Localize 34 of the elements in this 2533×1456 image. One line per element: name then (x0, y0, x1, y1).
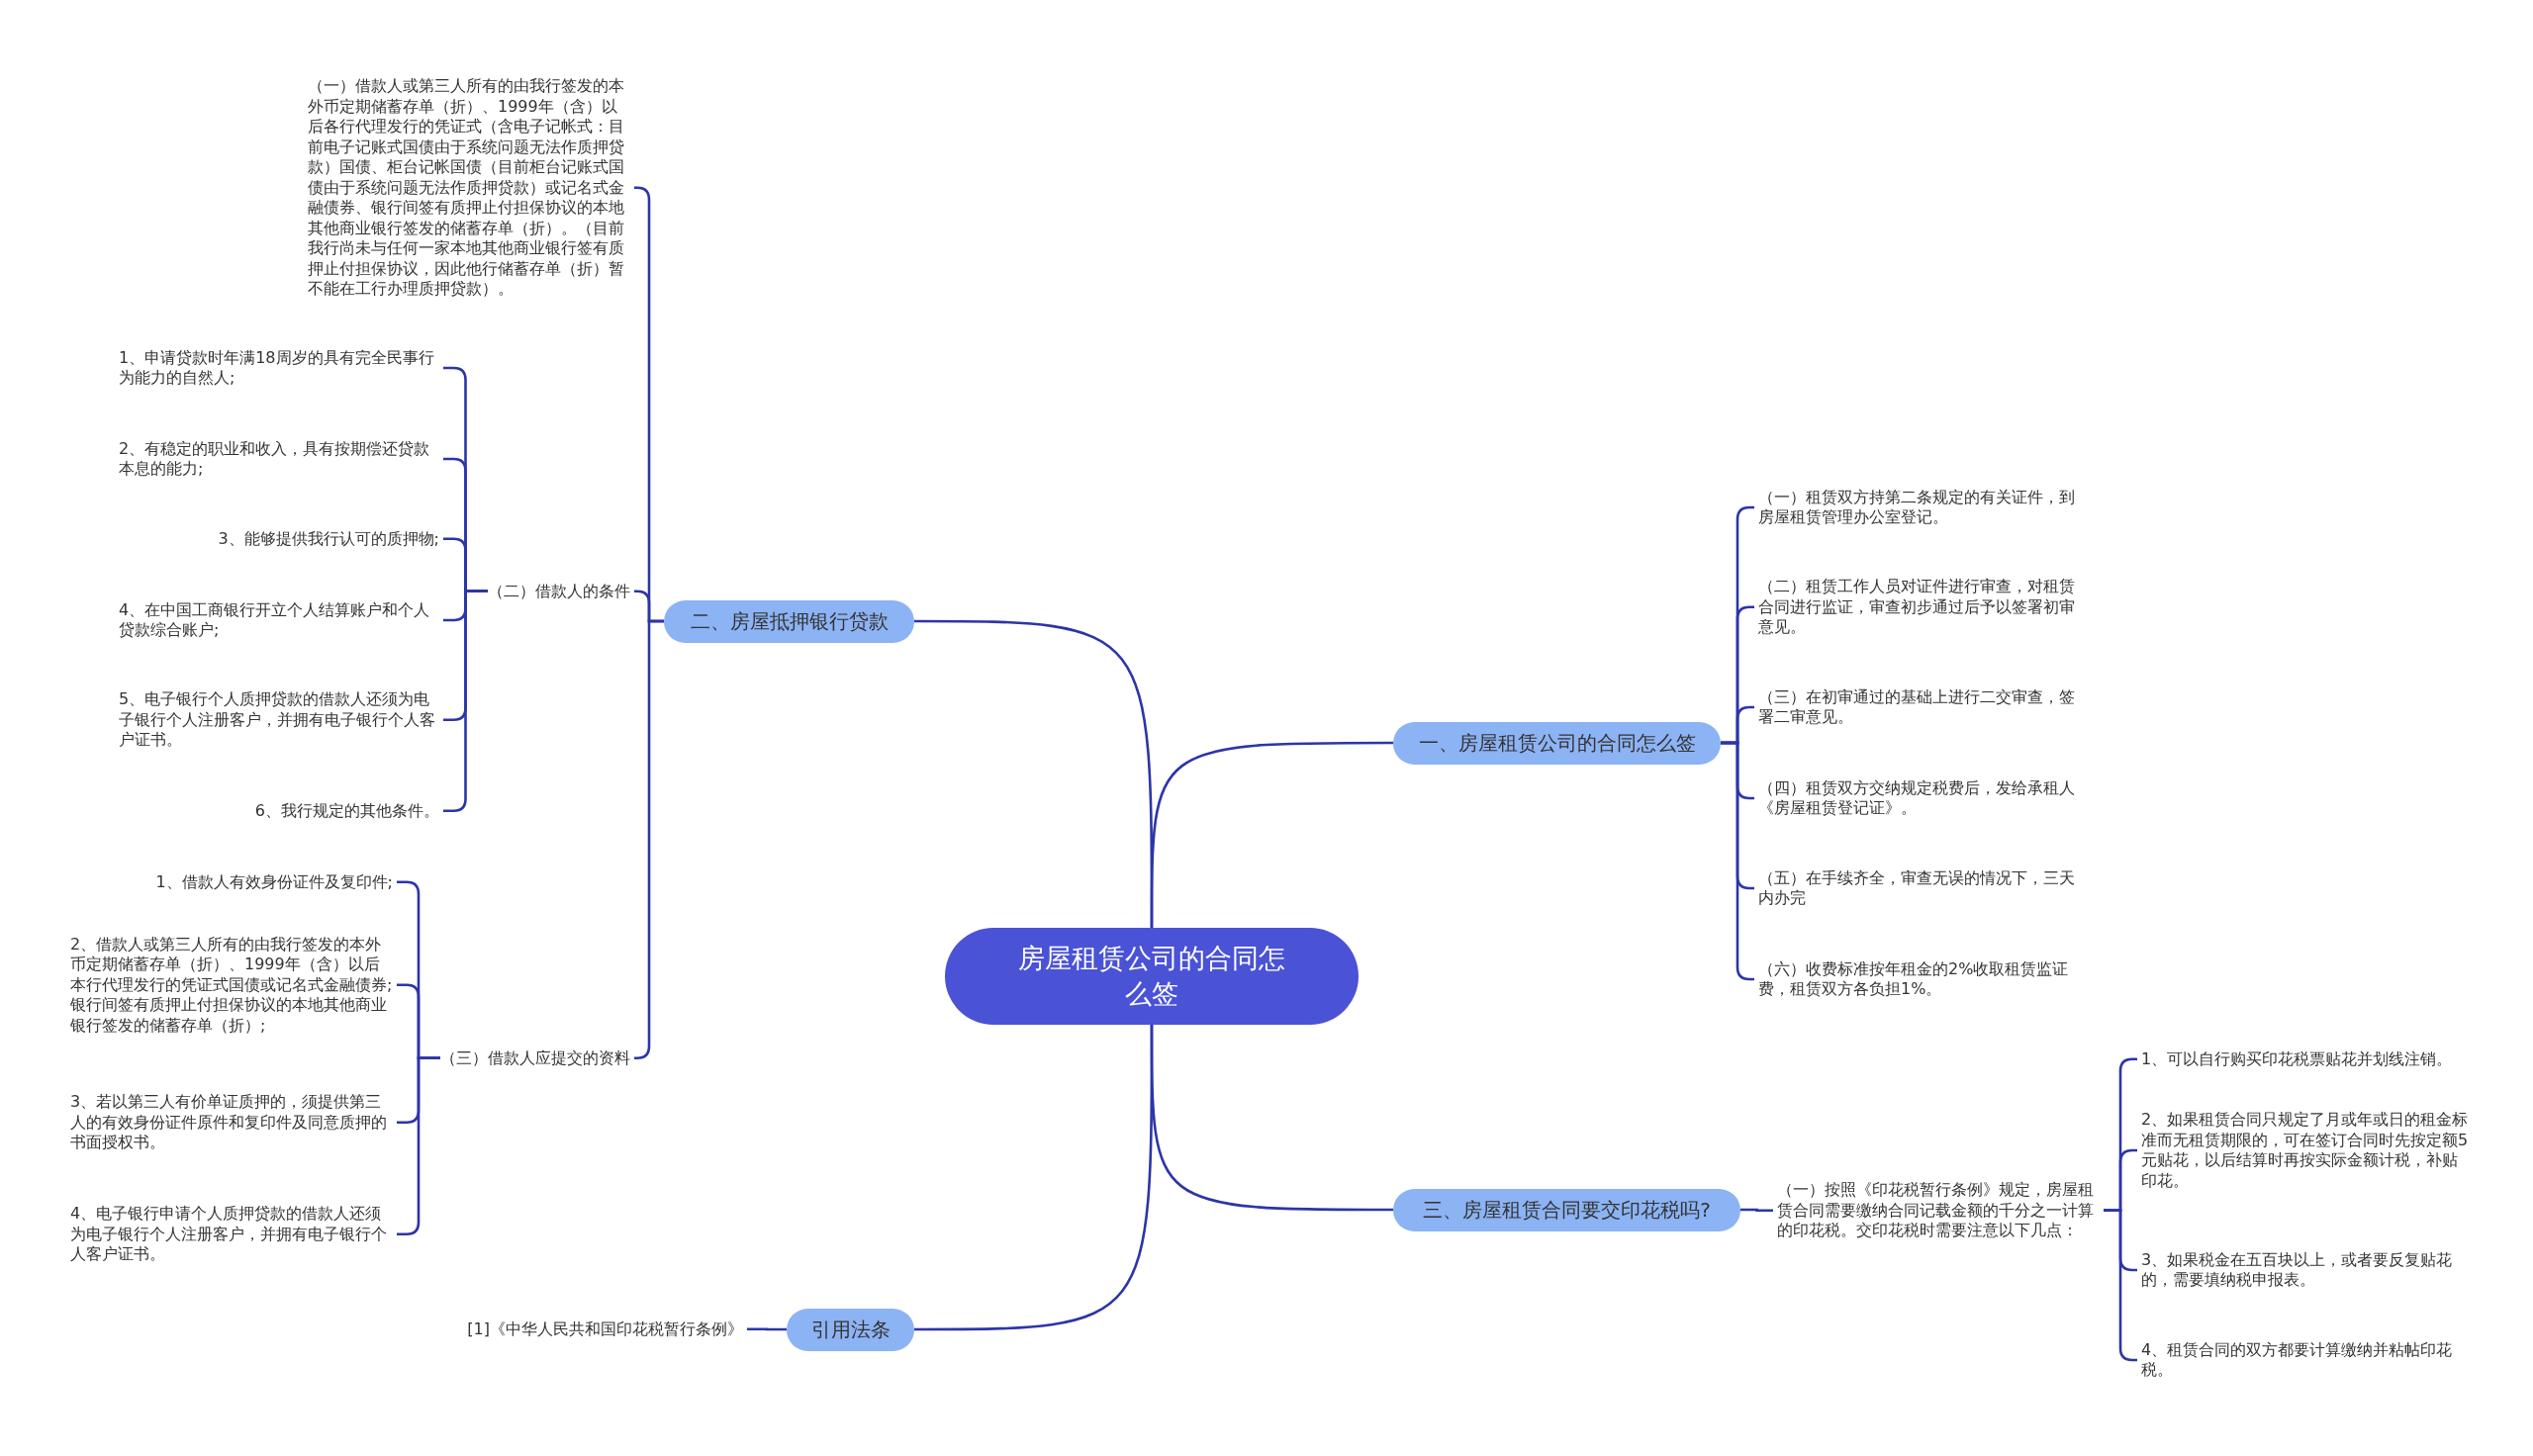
topic-text: 4、在中国工商银行开立个人结算账户和个人贷款综合账户; (119, 599, 439, 641)
topic-text: （三）在初审通过的基础上进行二交审查，签署二审意见。 (1758, 686, 2087, 728)
topic-text: [1]《中华人民共和国印花税暂行条例》 (467, 1319, 743, 1339)
central-topic: 房屋租赁公司的合同怎么签 (945, 928, 1359, 1025)
topic-text: 2、借款人或第三人所有的由我行签发的本外币定期储蓄存单（折）、1999年（含）以后本行代理发行的凭证式国债或记名式金融债券;银行间签有质押止付担保协议的本地其他商业银行签发的储蓄存单（折）; (70, 934, 393, 1036)
topic-text: 6、我行规定的其他条件。 (254, 800, 439, 821)
topic-text: （一）租赁双方持第二条规定的有关证件，到房屋租赁管理办公室登记。 (1758, 487, 2087, 528)
topic-text: 2、如果租赁合同只规定了月或年或日的租金标准而无租赁期限的，可在签订合同时先按定额5元贴花，以后结算时再按实际金额计税，补贴印花。 (2141, 1110, 2472, 1191)
topic-text: 1、可以自行购买印花税票贴花并划线注销。 (2141, 1048, 2453, 1069)
branch-topic: 二、房屋抵押银行贷款 (664, 599, 914, 643)
topic-text: 3、若以第三人有价单证质押的，须提供第三人的有效身份证件原件和复印件及同意质押的书面授权书。 (70, 1092, 393, 1153)
topic-text: 4、电子银行申请个人质押贷款的借款人还须为电子银行个人注册客户，并拥有电子银行个人客户证书。 (70, 1204, 393, 1265)
topic-text: 3、能够提供我行认可的质押物; (218, 528, 439, 549)
topic-text: 3、如果税金在五百块以上，或者要反复贴花的，需要填纳税申报表。 (2141, 1249, 2472, 1291)
topic-text: 1、申请贷款时年满18周岁的具有完全民事行为能力的自然人; (119, 347, 439, 389)
topic-text: 1、借款人有效身份证件及复印件; (155, 871, 393, 892)
topic-text: （一）按照《印花税暂行条例》规定，房屋租赁合同需要缴纳合同记载金额的千分之一计算的印花税。交印花税时需要注意以下几点： (1777, 1180, 2104, 1241)
connector-line (914, 1025, 1154, 1331)
topic-text: （二）租赁工作人员对证件进行审查，对租赁合同进行监证，审查初步通过后予以签署初审意见。 (1758, 577, 2087, 638)
topic-text: （五）在手续齐全，审查无误的情况下，三天内办完 (1758, 867, 2087, 909)
topic-text: 4、租赁合同的双方都要计算缴纳并粘帖印花税。 (2141, 1339, 2472, 1381)
connector-line (747, 1327, 787, 1331)
topic-text: （三）借款人应提交的资料 (440, 1047, 630, 1068)
topic-text: （四）租赁双方交纳规定税费后，发给承租人《房屋租赁登记证》。 (1758, 777, 2087, 819)
connector-line (1740, 1208, 1773, 1213)
branch-topic: 三、房屋租赁合同要交印花税吗? (1393, 1188, 1740, 1231)
topic-text: （二）借款人的条件 (488, 581, 630, 601)
topic-text: 2、有稳定的职业和收入，具有按期偿还贷款本息的能力; (119, 438, 439, 480)
branch-topic: 引用法条 (787, 1308, 914, 1351)
connector-line (914, 619, 1154, 928)
topic-text: 5、电子银行个人质押贷款的借款人还须为电子银行个人注册客户，并拥有电子银行个人客户证书。 (119, 689, 439, 751)
branch-topic: 一、房屋租赁公司的合同怎么签 (1393, 721, 1721, 765)
topic-text: （六）收费标准按年租金的2%收取租赁监证费，租赁双方各负担1%。 (1758, 958, 2087, 1000)
topic-text: （一）借款人或第三人所有的由我行签发的本外币定期储蓄存单（折）、1999年（含）以后各行代理发行的凭证式（含电子记帐式：目前电子记账式国债由于系统问题无法作质押贷款）国债、柜台记帐国债（目前柜台记账式国债由于系统问题无法作质押贷款）或记名式金融债券、银行间签有质押止付担保协议的本地其他商业银行签发的储蓄存单（折）。（目前我行尚未与任何一家本地其他商业银行签有质押止付担保协议，因此他行储蓄存单（折）暂不能在工行办理质押贷款）。 (308, 76, 630, 300)
